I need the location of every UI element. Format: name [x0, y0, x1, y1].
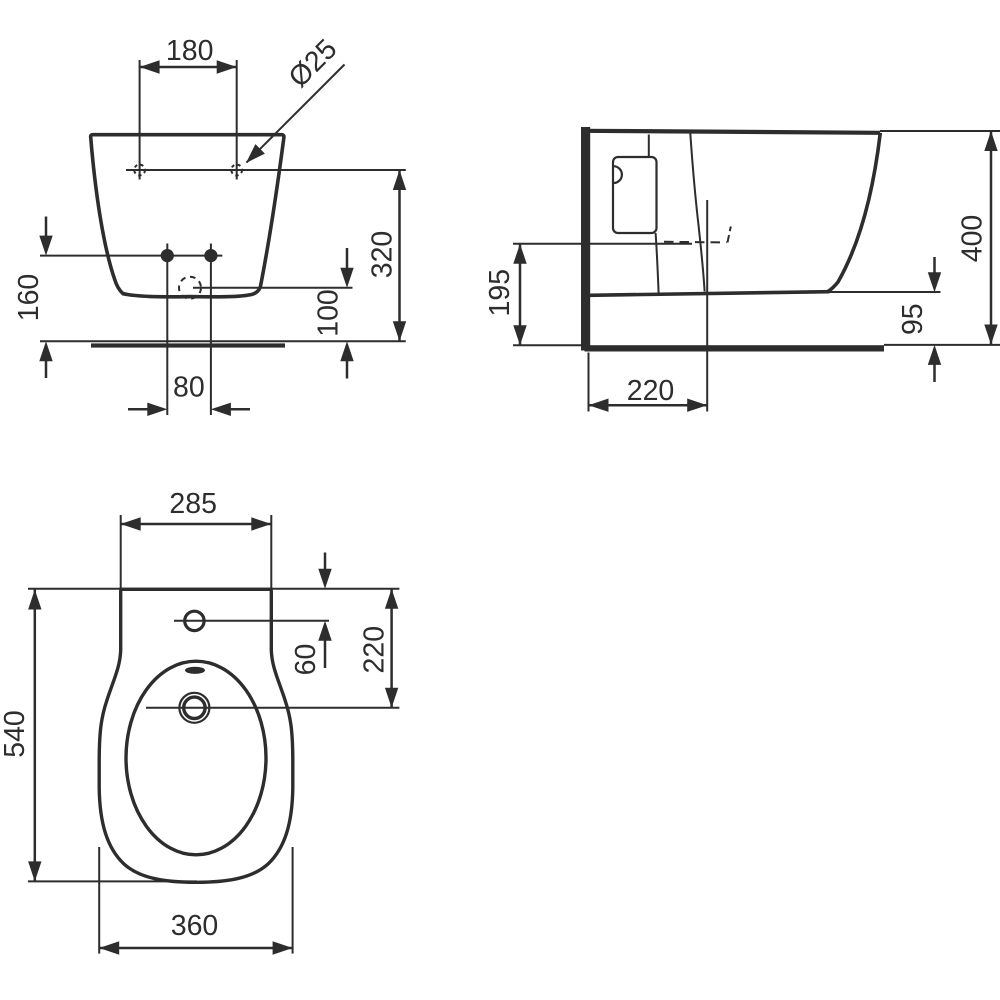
svg-text:95: 95: [897, 303, 929, 335]
svg-text:400: 400: [956, 215, 988, 263]
svg-text:100: 100: [312, 289, 344, 337]
svg-text:540: 540: [0, 710, 31, 758]
svg-text:320: 320: [366, 231, 398, 279]
svg-text:195: 195: [484, 269, 516, 317]
svg-text:Ø25: Ø25: [283, 33, 344, 94]
svg-text:360: 360: [171, 910, 219, 942]
svg-text:285: 285: [169, 488, 217, 520]
svg-text:180: 180: [166, 35, 214, 67]
svg-text:220: 220: [627, 375, 675, 407]
svg-text:220: 220: [358, 626, 390, 674]
svg-text:80: 80: [173, 372, 205, 404]
svg-text:60: 60: [290, 644, 322, 676]
svg-text:160: 160: [13, 274, 45, 322]
